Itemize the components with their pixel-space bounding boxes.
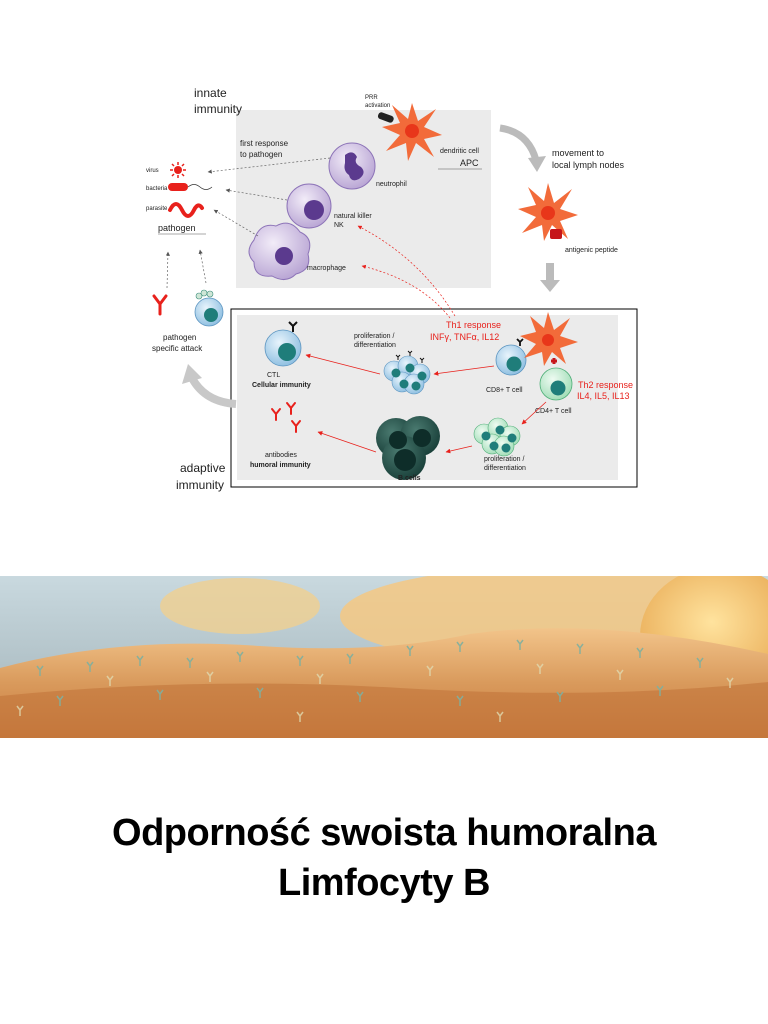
dendritic-cell-icon [382,103,442,161]
t-cell-attack-icon [194,289,224,327]
down-arrow [540,263,560,292]
neutrophil-icon [328,142,376,190]
th1-response-label: Th1 response [446,320,501,330]
innate-label-2: immunity [194,102,242,116]
differentiation-2-label: differentiation [484,465,526,472]
slide-title: Odporność swoista humoralna Limfocyty B [0,808,768,908]
dendritic-cell-antigen-icon [518,183,578,241]
prr-label: PRR [365,95,378,101]
virus-label: virus [146,168,159,174]
apc-label: APC [460,158,479,168]
movement-arrow [499,124,540,162]
prr-label-2: activation [365,103,390,109]
proliferation-2-label: proliferation / [484,456,525,463]
movement-label: movement to [552,148,604,158]
adaptive-label: adaptive [180,461,226,475]
virus-icon [170,162,186,178]
return-arrow [188,375,237,408]
b-cells-icon [376,416,440,480]
neutrophil-label: neutrophil [376,181,407,188]
dendritic-cell-adaptive-icon [520,312,578,366]
title-line-2: Limfocyty B [278,862,490,904]
immune-response-diagram: innate immunity PRR activation dendritic… [146,86,638,492]
innate-label: innate [194,86,227,100]
th2-cytokines-label: IL4, IL5, IL13 [577,391,630,401]
adaptive-label-2: immunity [176,478,224,492]
pathogen-attack-label-2: specific attack [152,344,203,353]
th2-response-label: Th2 response [578,380,633,390]
dendritic-cell-label: dendritic cell [440,148,479,155]
antibodies-label: antibodies [265,452,297,459]
proliferation-label: proliferation / [354,333,395,340]
pathogen-label: pathogen [158,223,196,233]
cd4-label: CD4+ T cell [535,408,572,415]
parasite-label: parasite [146,206,168,212]
humoral-immunity-label: humoral immunity [250,462,311,469]
differentiation-label: differentiation [354,342,396,349]
first-response-label: first response [240,139,289,148]
ctl-label: CTL [267,372,280,379]
natural-killer-icon [286,183,332,229]
first-response-label-2: to pathogen [240,150,282,159]
prr-receptor [377,112,394,123]
cd4-t-cell-icon [539,367,573,401]
th1-cytokines-label: INFγ, TNFα, IL12 [430,332,499,342]
cd8-label: CD8+ T cell [486,387,523,394]
pathogen-attack-label: pathogen [163,333,196,342]
cell-surface-illustration [0,576,768,738]
macrophage-label: macrophage [307,265,346,272]
b-cells-label: B cells [398,475,421,482]
antigenic-peptide-label: antigenic peptide [565,247,618,254]
antibody-icon [152,294,168,316]
nk-label: NK [334,222,344,229]
proliferating-cd8-cells-icon [383,350,431,395]
ctl-cell-icon [264,321,302,367]
cd8-t-cell-icon [495,338,527,376]
proliferating-cd4-cells-icon [473,417,521,457]
cellular-immunity-label: Cellular immunity [252,382,311,389]
movement-label-2: local lymph nodes [552,160,625,170]
bacteria-label: bacteria [146,186,168,192]
title-line-1: Odporność swoista humoralna [112,812,656,854]
parasite-icon [168,202,204,218]
natural-killer-label: natural killer [334,213,372,220]
antibodies-icon [271,402,301,433]
bacteria-icon [168,183,213,191]
macrophage-icon [248,222,311,280]
